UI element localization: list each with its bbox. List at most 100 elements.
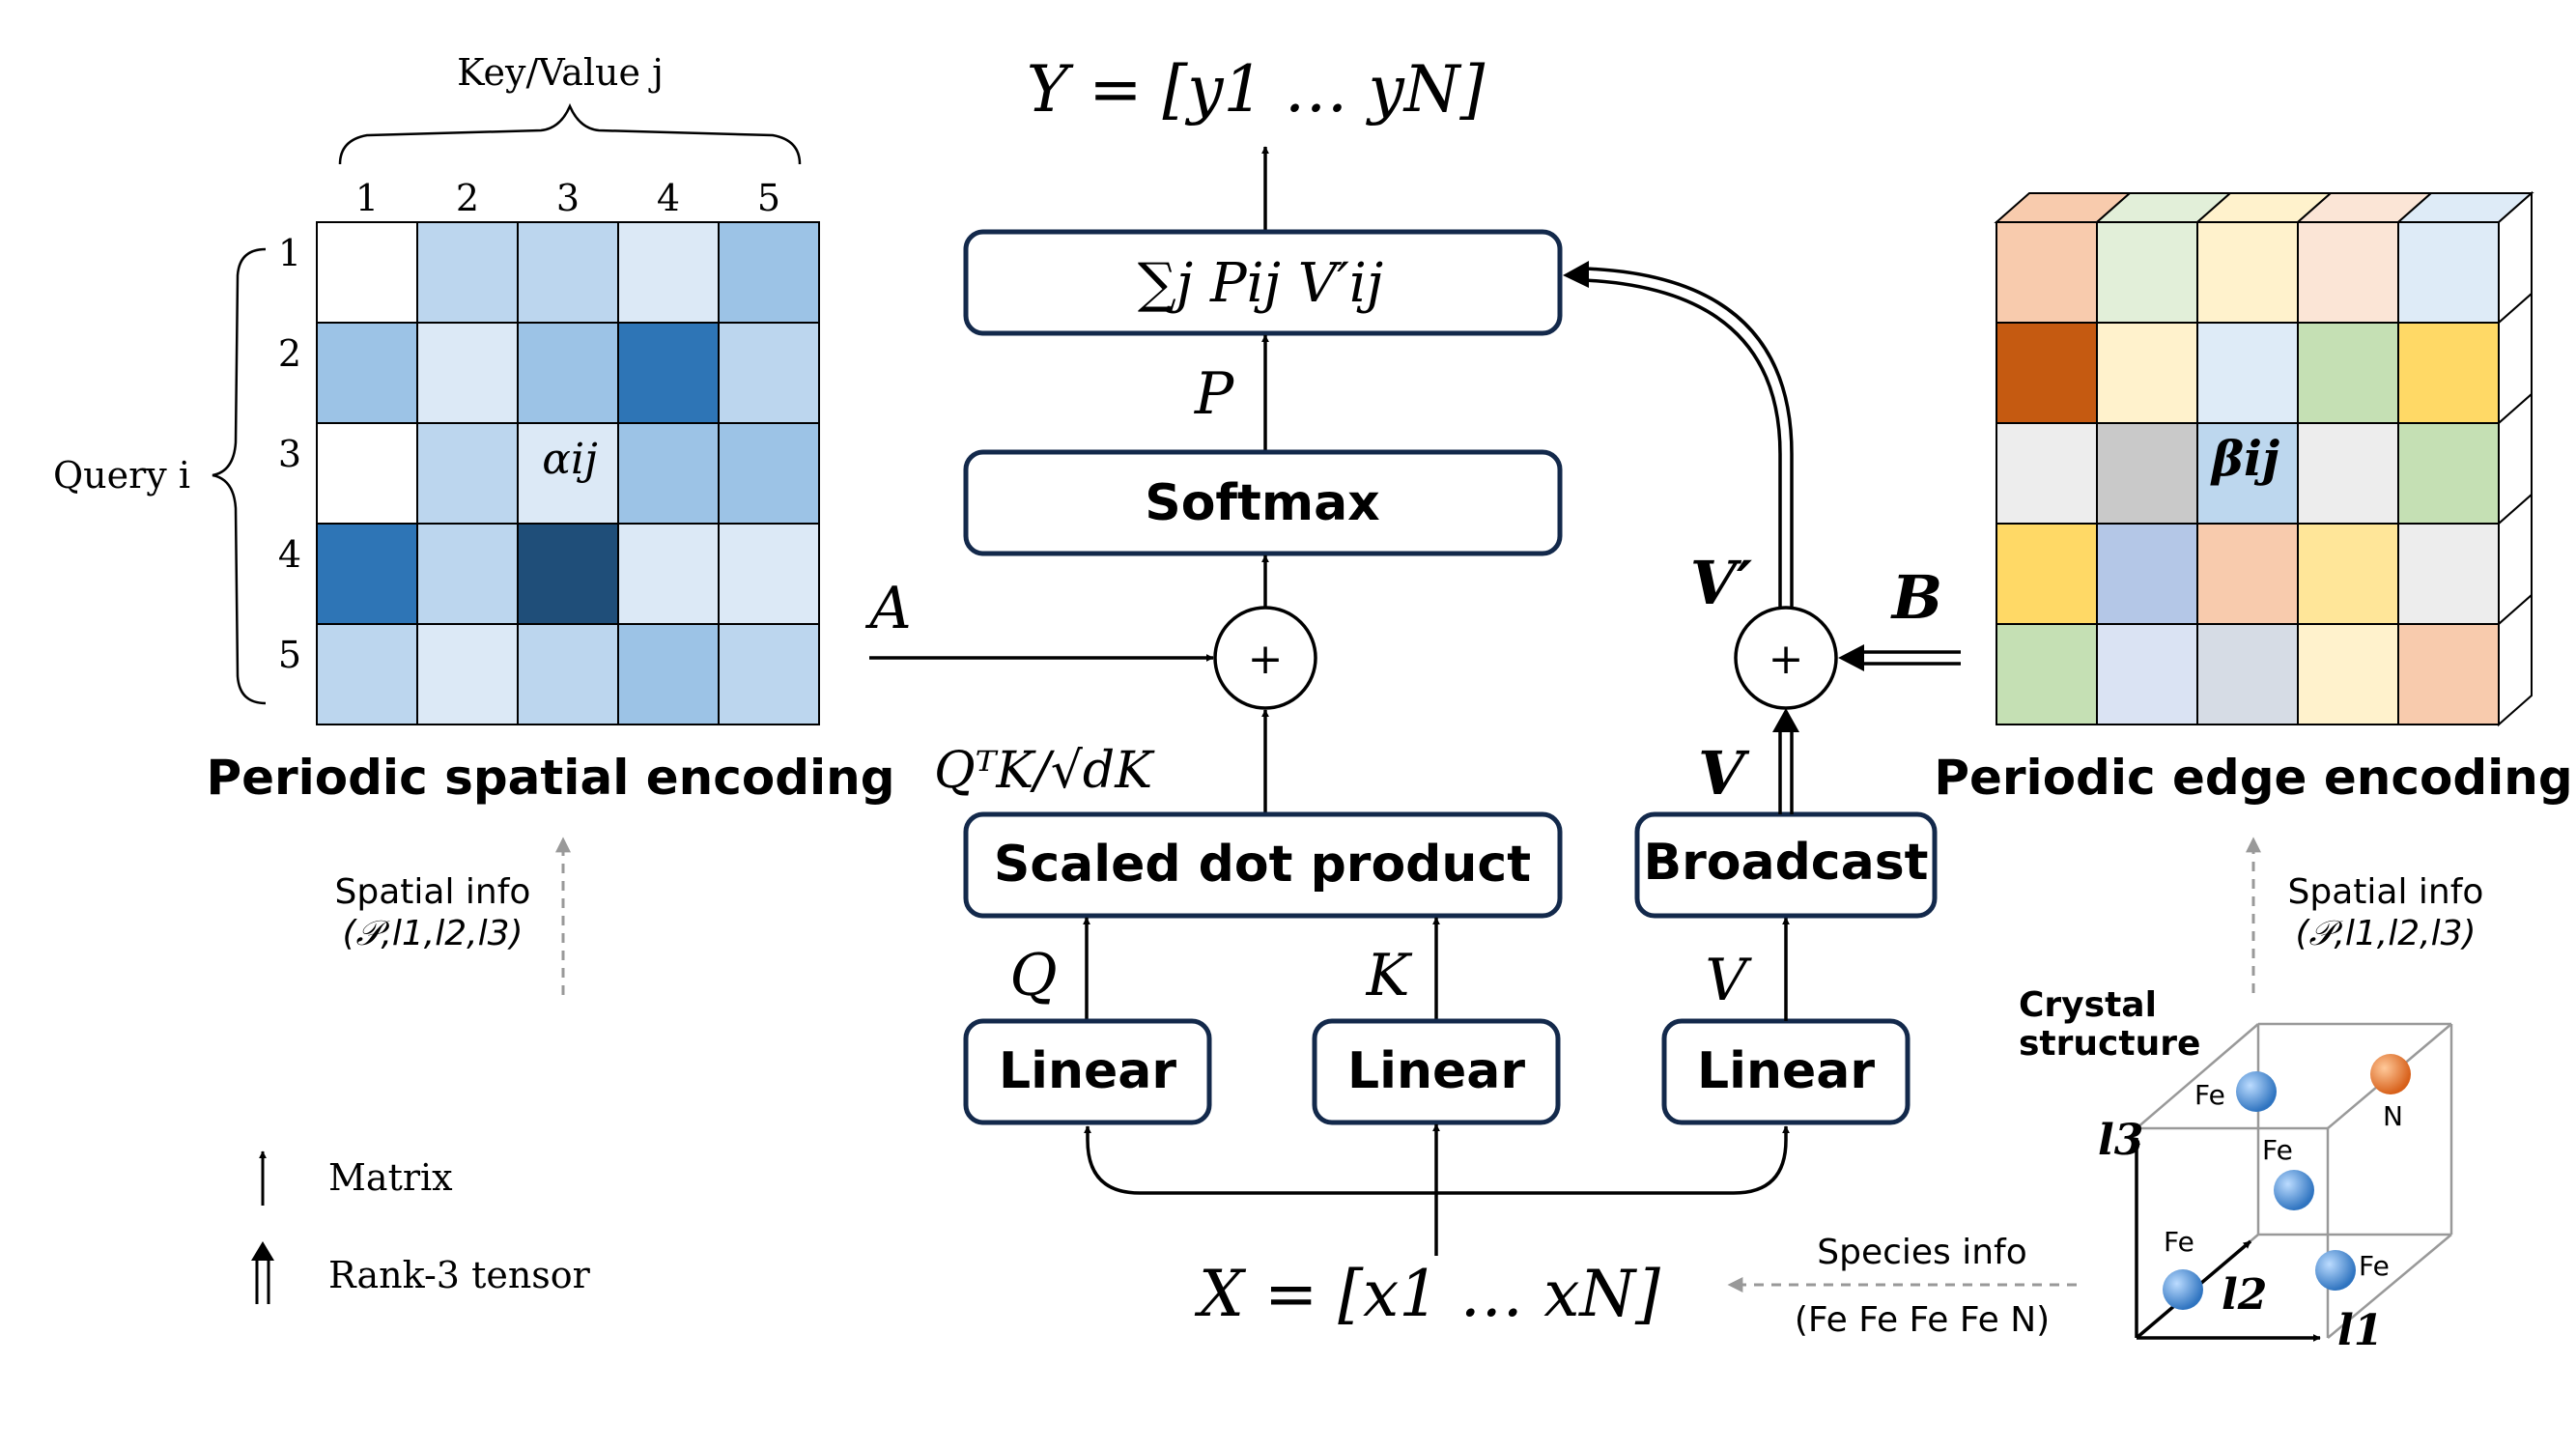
- spatial-cell: [316, 221, 418, 324]
- linear-k-label: Linear: [1347, 1042, 1525, 1100]
- spatial-cell: [617, 422, 720, 525]
- edge-cell: [1996, 623, 2098, 725]
- weighted-sum-box: [963, 229, 1563, 336]
- species-info-label: Species info: [1817, 1233, 2027, 1272]
- axis-l1-label: l1: [2337, 1306, 2383, 1355]
- label-V: V: [1705, 947, 1752, 1014]
- scaled-dot-product-box: [963, 811, 1563, 919]
- spatial-info-label-left: Spatial info: [335, 872, 531, 912]
- edge-cell: [1996, 221, 2098, 324]
- column-tick: 4: [657, 177, 680, 219]
- linear-q-label: Linear: [999, 1042, 1176, 1100]
- linear-q-box: [963, 1018, 1212, 1125]
- edge-cell: [2297, 623, 2399, 725]
- column-tick: 3: [556, 177, 580, 219]
- softmax-label: Softmax: [1145, 474, 1379, 532]
- edge-tensor-top: [1994, 192, 2534, 223]
- broadcast-box: [1634, 811, 1938, 919]
- spatial-encoding-caption: Periodic spatial encoding: [206, 750, 894, 806]
- spatial-cell: [718, 221, 820, 324]
- output-Y: Y = [y1 … yN]: [1027, 52, 1486, 127]
- input-X: X = [x1 … xN]: [1194, 1257, 1660, 1331]
- edge-cell: [1996, 422, 2098, 525]
- atom-fe-3-label: Fe: [2164, 1226, 2194, 1258]
- atom-fe-4: [2315, 1250, 2356, 1291]
- key-value-header: Key/Value j: [457, 51, 664, 94]
- spatial-cell: [718, 422, 820, 525]
- edge-cell: [2397, 422, 2500, 525]
- edge-cell: [2096, 221, 2198, 324]
- legend-tensor-label: Rank-3 tensor: [328, 1254, 591, 1296]
- edge-cell: [2297, 523, 2399, 625]
- arrow-input-to-Q: [1084, 1125, 1436, 1195]
- edge-encoding-panel: βij Periodic edge encoding Spatial info …: [1934, 190, 2573, 993]
- label-A: A: [864, 575, 911, 642]
- beta-ij-label: βij: [2210, 430, 2279, 487]
- atom-fe-3: [2163, 1269, 2203, 1310]
- softmax-box: [963, 449, 1563, 556]
- arrow-Vprime-a: [1583, 278, 1782, 608]
- row-tick: 3: [278, 433, 301, 475]
- edge-cell: [2397, 523, 2500, 625]
- arrow-Vprime-b: [1583, 267, 1794, 608]
- atom-fe-2: [2274, 1170, 2314, 1210]
- spatial-info-params-left: (𝒫,l1,l2,l3): [342, 914, 523, 953]
- edge-cell: [1996, 523, 2098, 625]
- crystal-title-1: Crystal: [2019, 985, 2157, 1025]
- plus-left: +: [1248, 635, 1284, 684]
- legend-matrix-label: Matrix: [328, 1156, 453, 1199]
- column-tick: 5: [757, 177, 780, 219]
- spatial-cell: [617, 523, 720, 625]
- linear-v-label: Linear: [1697, 1042, 1875, 1100]
- edge-cell: [2096, 322, 2198, 424]
- label-Vprime: V′: [1690, 548, 1752, 618]
- axis-l3-label: l3: [2098, 1116, 2143, 1165]
- label-K: K: [1366, 942, 1413, 1009]
- edge-cell: [1996, 322, 2098, 424]
- add-node-right: [1734, 606, 1838, 710]
- query-label: Query i: [53, 454, 190, 497]
- label-Vbold: V: [1698, 738, 1750, 809]
- spatial-cell: [416, 221, 519, 324]
- edge-cell: [2196, 322, 2299, 424]
- edge-cell: [2096, 422, 2198, 525]
- label-P: P: [1194, 360, 1235, 428]
- spatial-cell: [416, 623, 519, 725]
- edge-cell: [2297, 322, 2399, 424]
- legend-tensor-head: [251, 1241, 274, 1261]
- edge-tensor-side: [2498, 190, 2533, 727]
- edge-cell: [2297, 221, 2399, 324]
- atom-fe-2-label: Fe: [2262, 1134, 2293, 1166]
- scaled-dot-product-label: Scaled dot product: [994, 836, 1531, 894]
- label-B: B: [1890, 562, 1942, 633]
- plus-right: +: [1769, 635, 1804, 684]
- spatial-cell: [718, 523, 820, 625]
- spatial-cell: [718, 322, 820, 424]
- spatial-matrix: [316, 221, 820, 725]
- arrow-input-to-V: [1436, 1125, 1790, 1195]
- edge-cell: [2196, 523, 2299, 625]
- row-tick: 4: [278, 533, 301, 576]
- spatial-cell: [416, 322, 519, 424]
- edge-cell: [2297, 422, 2399, 525]
- edge-cell: [2196, 623, 2299, 725]
- row-tick: 1: [278, 232, 301, 274]
- spatial-cell: [617, 623, 720, 725]
- arrow-Vprime-head: [1563, 261, 1589, 288]
- edge-cell: [2096, 623, 2198, 725]
- spatial-cell: [617, 221, 720, 324]
- edge-cell: [2196, 422, 2299, 525]
- edge-cell: [2397, 623, 2500, 725]
- arrow-B-head: [1838, 644, 1864, 671]
- alpha-ij-label: αij: [542, 435, 597, 484]
- column-tick: 1: [355, 177, 379, 219]
- atom-n-label: N: [2383, 1100, 2403, 1132]
- edge-cell: [2397, 322, 2500, 424]
- edge-cell: [2397, 221, 2500, 324]
- edge-tensor-front: [1996, 221, 2500, 725]
- spatial-info-params-right: (𝒫,l1,l2,l3): [2295, 914, 2476, 953]
- spatial-cell: [316, 623, 418, 725]
